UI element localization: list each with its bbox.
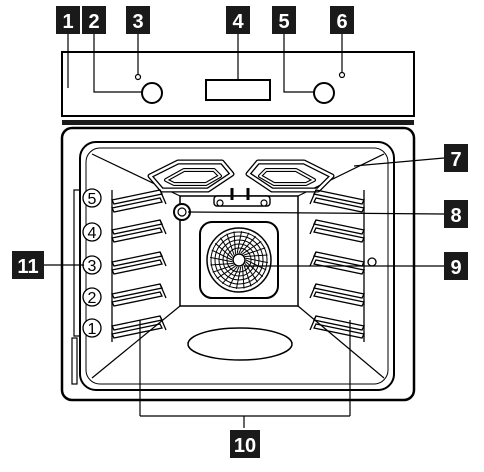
- left-indicator-light: [134, 73, 142, 81]
- shelf-level-1: 1: [82, 318, 102, 338]
- svg-text:8: 8: [450, 205, 461, 227]
- svg-text:6: 6: [336, 11, 347, 33]
- svg-text:5: 5: [278, 11, 289, 33]
- callout-2: 2: [82, 6, 106, 34]
- svg-text:3: 3: [88, 258, 97, 275]
- svg-text:4: 4: [88, 225, 97, 242]
- left-runner-rail: [111, 189, 167, 213]
- callout-1: 1: [56, 6, 80, 34]
- right-runner-rail: [309, 251, 365, 275]
- svg-text:3: 3: [132, 11, 143, 33]
- callout-3: 3: [126, 6, 150, 34]
- callout-7: 7: [444, 144, 468, 172]
- right-runner-rail: [309, 219, 365, 243]
- oven-lamp: [173, 203, 191, 221]
- svg-text:1: 1: [62, 11, 73, 33]
- shelf-stopper: [367, 257, 377, 267]
- svg-text:2: 2: [88, 11, 99, 33]
- callout-10: 10: [230, 430, 260, 458]
- callout-6: 6: [330, 6, 354, 34]
- panel-separator: [62, 120, 414, 125]
- svg-text:4: 4: [232, 11, 244, 33]
- door-latch: [71, 337, 78, 385]
- svg-text:7: 7: [450, 149, 461, 171]
- right-runner-rail: [309, 283, 365, 307]
- shelf-level-5: 5: [82, 188, 102, 208]
- top-heating-element: [147, 159, 335, 207]
- left-shelf-runners: [111, 189, 167, 342]
- callout-5: 5: [272, 6, 296, 34]
- clock-display: [205, 79, 271, 101]
- svg-text:5: 5: [88, 191, 97, 208]
- svg-text:9: 9: [450, 257, 461, 279]
- right-runner-rail: [309, 315, 365, 339]
- callout-9: 9: [444, 252, 468, 280]
- shelf-level-3: 3: [82, 255, 102, 275]
- convection-fan: [199, 221, 279, 299]
- left-runner-rail: [111, 251, 167, 275]
- right-knob: [313, 82, 335, 104]
- left-runner-rail: [111, 315, 167, 339]
- shelf-level-4: 4: [82, 222, 102, 242]
- svg-text:2: 2: [88, 290, 97, 307]
- left-knob: [141, 82, 163, 104]
- left-runner-rail: [111, 219, 167, 243]
- right-shelf-runners: [309, 189, 377, 342]
- callout-4: 4: [226, 6, 250, 34]
- svg-text:10: 10: [234, 435, 256, 457]
- leader-lines: [44, 157, 445, 428]
- right-runner-rail: [309, 189, 365, 213]
- callout-8: 8: [444, 200, 468, 228]
- control-panel: [61, 34, 415, 117]
- shelf-level-markers: 5 4 3 2 1: [73, 188, 102, 338]
- callout-11: 11: [12, 251, 44, 279]
- svg-text:11: 11: [17, 256, 38, 278]
- left-runner-rail: [111, 283, 167, 307]
- cavity-floor-recess: [187, 327, 293, 361]
- svg-text:1: 1: [88, 321, 97, 338]
- right-indicator-light: [338, 71, 346, 79]
- shelf-level-2: 2: [82, 287, 102, 307]
